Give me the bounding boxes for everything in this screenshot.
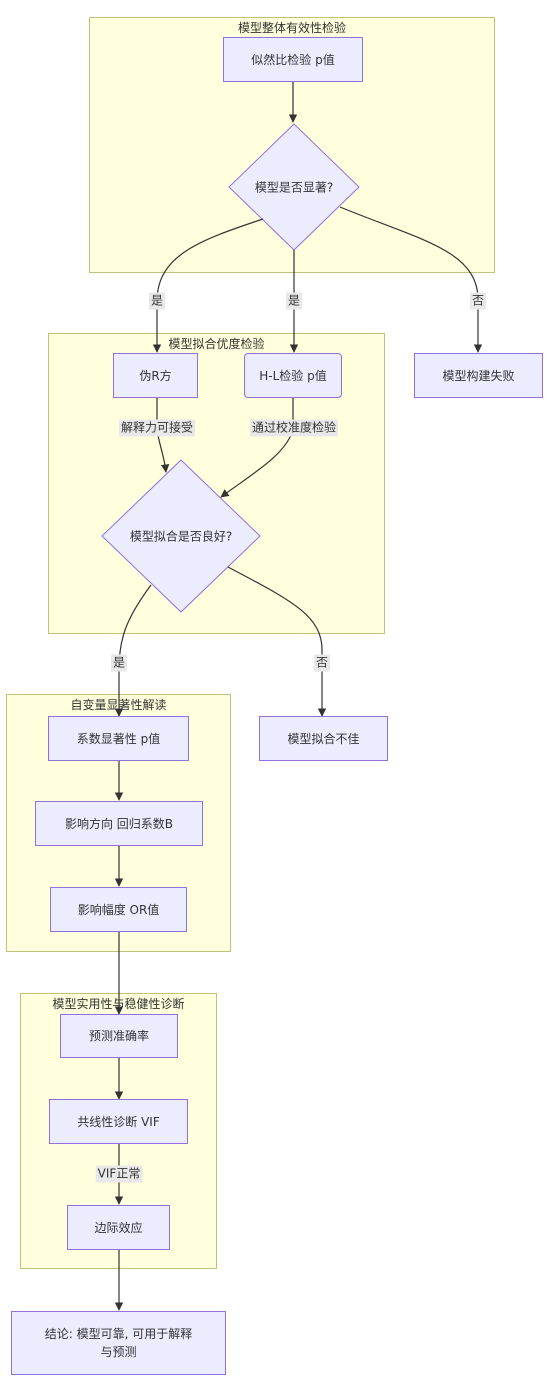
cluster-title: 模型整体有效性检验: [237, 21, 346, 35]
node-collinearity-vif: 共线性诊断 VIF: [49, 1099, 188, 1144]
conclusion-line-1: 结论: 模型可靠, 可用于解释: [44, 1327, 193, 1341]
edge-significance-to-fail: [339, 206, 483, 353]
cluster-title: 模型拟合优度检验: [168, 337, 265, 351]
edge-label-explain-acceptable: 解释力可接受: [118, 419, 196, 437]
node-conclusion: 结论: 模型可靠, 可用于解释 与预测: [11, 1311, 226, 1375]
node-coefficient-significance: 系数显著性 p值: [48, 716, 189, 761]
decision-fit-good: [101, 459, 261, 613]
edge-label-no-right: 否: [469, 292, 487, 310]
node-effect-magnitude: 影响幅度 OR值: [50, 887, 187, 932]
edge-hl-to-fit: [220, 398, 294, 498]
edge-significance-to-pseudo-r: [152, 218, 264, 353]
edge-label-yes-fit: 是: [110, 654, 128, 672]
edge-fit-to-coefficients: [114, 584, 152, 717]
node-prediction-accuracy: 预测准确率: [60, 1014, 178, 1058]
decision-model-significant-label: 模型是否显著?: [254, 180, 334, 195]
node-poor-fit: 模型拟合不佳: [259, 716, 388, 761]
node-effect-direction: 影响方向 回归系数B: [35, 801, 203, 846]
conclusion-line-2: 与预测: [100, 1345, 137, 1359]
node-hosmer-lemeshow-test: H-L检验 p值: [244, 353, 342, 398]
node-marginal-effect: 边际效应: [67, 1205, 170, 1250]
edge-label-calibration-passed: 通过校准度检验: [249, 419, 339, 437]
decision-fit-good-label: 模型拟合是否良好?: [129, 529, 233, 544]
edge-fit-to-poor: [227, 566, 327, 717]
node-pseudo-r-squared: 伪R方: [113, 353, 198, 398]
node-likelihood-ratio-test: 似然比检验 p值: [223, 37, 363, 82]
edge-label-yes-middle: 是: [285, 292, 303, 310]
edge-label-vif-normal: VIF正常: [95, 1165, 143, 1183]
node-model-build-failed: 模型构建失败: [414, 353, 543, 398]
edge-label-no-fit: 否: [313, 654, 331, 672]
edge-label-yes-left: 是: [148, 292, 166, 310]
